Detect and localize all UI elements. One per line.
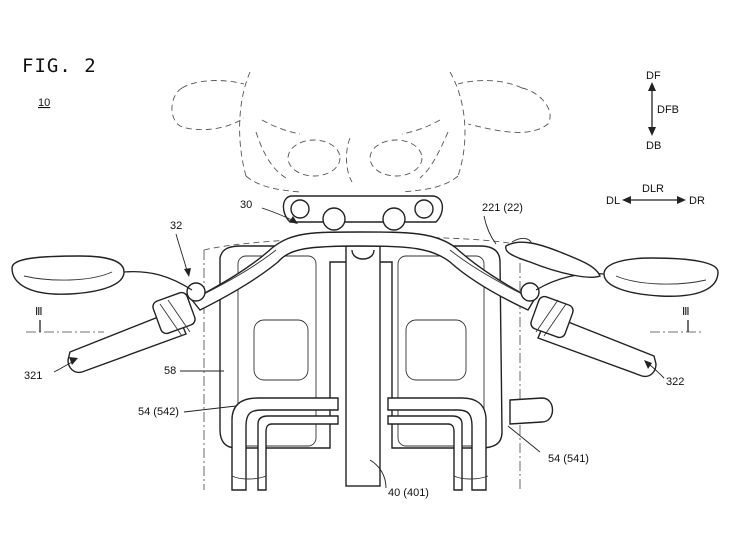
label-32: 32 [170, 220, 182, 232]
right-lever [505, 241, 601, 278]
figure-title: FIG. 2 [22, 55, 97, 77]
label-54-542: 54 (542) [138, 406, 179, 418]
direction-front-label: DF [646, 70, 661, 82]
arrow-up-icon [648, 82, 656, 91]
label-30: 30 [240, 199, 252, 211]
direction-front-back-label: DFB [657, 104, 679, 116]
section-label-left: Ⅲ [35, 306, 43, 318]
front-back-direction-indicator: DF DFB DB [646, 70, 679, 152]
leader-lines [53, 207, 665, 489]
left-mirror [11, 255, 193, 295]
label-54-541: 54 (541) [548, 453, 589, 465]
handlebar [190, 231, 535, 311]
arrow-right-icon [677, 196, 686, 204]
right-lever-knob [511, 237, 533, 245]
direction-back-label: DB [646, 140, 661, 152]
steering-stem [345, 245, 381, 487]
figure-ref-number: 10 [38, 97, 50, 109]
lower-frame-pipes [231, 397, 554, 491]
label-58: 58 [164, 365, 176, 377]
left-right-direction-indicator: DL DLR DR [606, 183, 705, 207]
section-label-right: Ⅲ [682, 306, 690, 318]
right-grip [520, 282, 657, 378]
rider-outline-dashed [171, 71, 551, 193]
direction-left-right-label: DLR [642, 183, 664, 195]
label-221-22: 221 (22) [482, 202, 523, 214]
arrow-left-icon [622, 196, 631, 204]
handle-clamp [282, 195, 443, 231]
arrow-down-icon [648, 127, 656, 136]
left-grip [67, 282, 206, 374]
label-321: 321 [24, 370, 42, 382]
direction-left-label: DL [606, 195, 620, 207]
direction-right-label: DR [689, 195, 705, 207]
label-40-401: 40 (401) [388, 487, 429, 499]
label-322: 322 [666, 376, 684, 388]
